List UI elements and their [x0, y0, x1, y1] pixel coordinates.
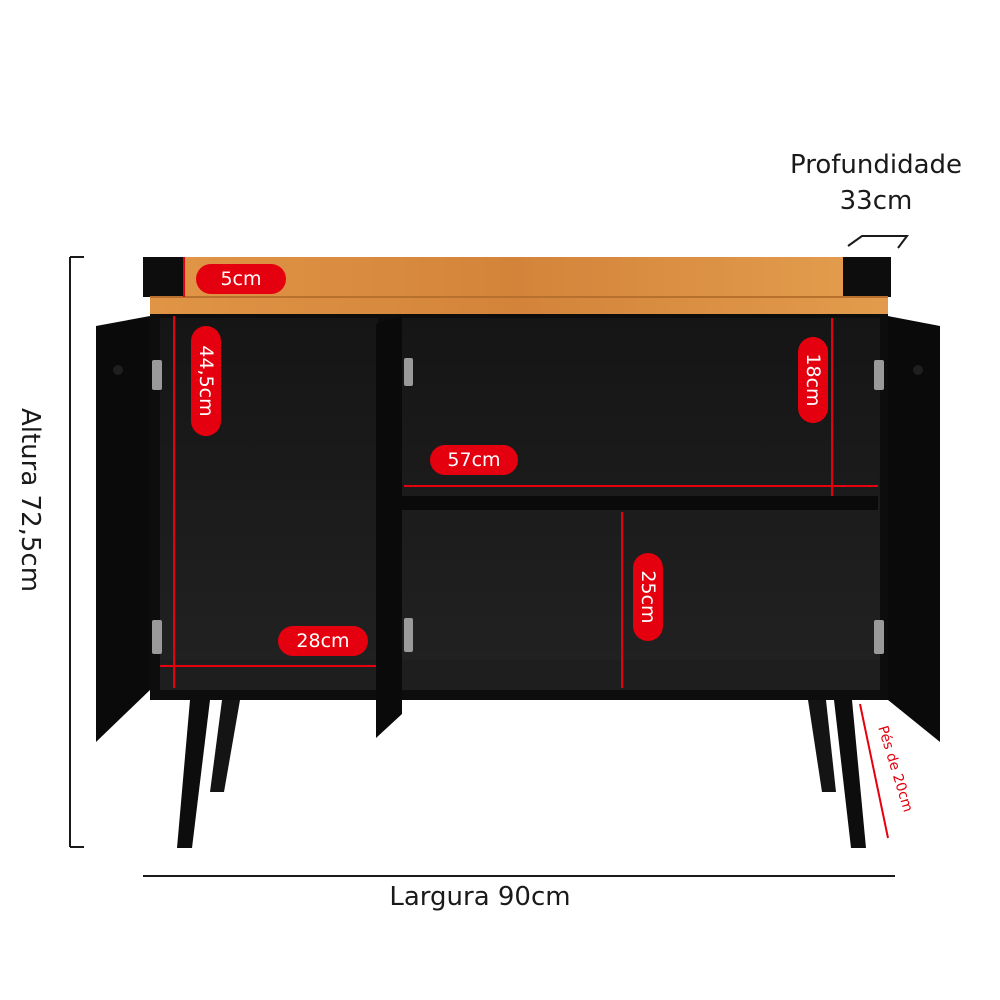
right-niche-badge: 18cm: [798, 337, 828, 423]
wood-top: [150, 297, 888, 314]
door-left: [96, 316, 150, 742]
left-niche-width-badge: 28cm: [278, 626, 368, 656]
red-line-feet: [859, 703, 889, 839]
door-right: [888, 316, 940, 742]
door-right-hole: [913, 365, 923, 375]
door-middle: [376, 316, 402, 738]
lower-niche-badge: 25cm: [633, 553, 663, 641]
hinge-middle-bottom: [404, 618, 413, 652]
bottom-panel: [160, 660, 880, 690]
hinge-middle-top: [404, 358, 413, 386]
hinge-right-top: [874, 360, 884, 390]
depth-value: 33cm: [839, 186, 913, 216]
width-label: Largura 90cm: [389, 882, 571, 912]
back-rail-right: [843, 257, 891, 297]
leg-back-left: [210, 700, 240, 792]
upper-niche-badge: 44,5cm: [191, 326, 221, 436]
back-rail-left: [143, 257, 185, 297]
depth-title: Profundidade: [789, 150, 963, 180]
height-label: Altura 72,5cm: [15, 407, 45, 593]
hinge-left-bottom: [152, 620, 162, 654]
door-left-hole: [113, 365, 123, 375]
hinge-right-bottom: [874, 620, 884, 654]
leg-back-right: [808, 700, 836, 792]
shelf: [402, 496, 878, 510]
wood-back-rail: [185, 257, 843, 297]
hinge-left-top: [152, 360, 162, 390]
depth-dimension-mark: [847, 235, 909, 249]
shelf-width-badge: 57cm: [430, 445, 518, 475]
top-rail-badge: 5cm: [196, 264, 286, 294]
leg-front-left: [177, 700, 210, 848]
leg-front-right: [834, 700, 866, 848]
